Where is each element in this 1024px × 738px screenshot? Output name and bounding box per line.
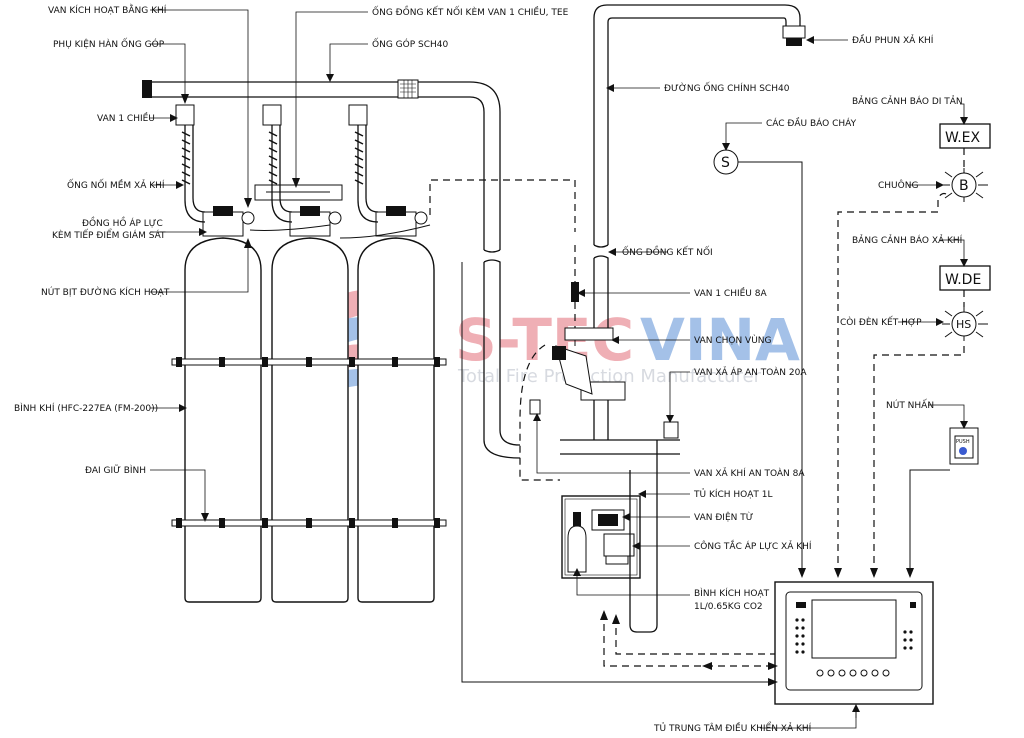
label-nut-nhan: NÚT NHẤN <box>886 399 934 411</box>
cylinder-1 <box>184 237 262 603</box>
manifold-pipe <box>142 79 521 459</box>
cylinder-3 <box>357 237 435 603</box>
wde-symbol: W.DE <box>945 272 981 288</box>
label-binh-kich-hoat-1: BÌNH KÍCH HOẠT <box>694 587 770 599</box>
label-van-xa-khi: VAN XẢ KHÍ AN TOÀN 8A <box>694 467 805 479</box>
label-binh-kich-hoat-2: 1L/0.65KG CO2 <box>694 602 763 612</box>
hs-symbol: HS <box>956 318 971 331</box>
cylinder-2 <box>271 237 349 603</box>
label-ong-dong-tee: ỐNG ĐỒNG KẾT NỐI KÈM VAN 1 CHIỀU, TEE <box>372 5 569 18</box>
discharge-nozzle-icon <box>782 25 806 46</box>
watermark-tagline: Total Fire Protection Manufacturer <box>457 366 762 387</box>
main-pipe <box>593 4 806 330</box>
push-button: PUSH <box>949 427 979 465</box>
bell: B <box>942 168 988 202</box>
label-chuong: CHUÔNG <box>878 179 918 191</box>
cylinder-heads <box>175 104 576 239</box>
label-van-1-chieu-8a: VAN 1 CHIỀU 8A <box>694 286 767 299</box>
label-cac-dau-bao: CÁC ĐẦU BÁO CHÁY <box>766 116 857 129</box>
label-dau-phun: ĐẦU PHUN XẢ KHÍ <box>852 33 934 46</box>
control-panel <box>774 581 934 705</box>
cylinders <box>171 237 447 603</box>
cylinder-straps <box>171 357 447 528</box>
label-dong-ho-2: KÈM TIẾP ĐIỂM GIÁM SÁT <box>52 228 166 241</box>
label-ong-noi-mem: ỐNG NỐI MỀM XẢ KHÍ <box>67 178 165 191</box>
push-label: PUSH <box>956 439 970 445</box>
label-dai-giu: ĐAI GIỮ BÌNH <box>85 464 146 476</box>
horn-strobe: HS <box>942 307 988 341</box>
detector-symbol: S <box>721 155 730 171</box>
label-van-xa-ap: VAN XẢ ÁP AN TOÀN 20A <box>694 366 807 378</box>
label-bang-di-tan: BẢNG CẢNH BÁO DI TẢN <box>852 95 963 107</box>
label-ong-gop: ỐNG GÓP SCH40 <box>372 37 448 50</box>
label-tu-trung-tam: TỦ TRUNG TÂM ĐIỀU KHIỂN XẢ KHÍ <box>653 721 812 734</box>
label-ong-dong-ket-noi: ỐNG ĐỒNG KẾT NỐI <box>622 245 713 258</box>
signal-wiring <box>461 148 965 718</box>
smoke-detector: S <box>713 149 739 175</box>
label-binh-khi: BÌNH KHÍ (HFC-227EA (FM-200)) <box>14 402 158 414</box>
bell-symbol: B <box>959 178 969 194</box>
label-cong-tac: CÔNG TẮC ÁP LỰC XẢ KHÍ <box>694 539 812 552</box>
leader-arrows <box>170 36 968 576</box>
label-dong-ho-1: ĐỒNG HỒ ÁP LỰC <box>82 216 163 229</box>
label-tu-kich-hoat: TỦ KÍCH HOẠT 1L <box>693 488 773 500</box>
wex-symbol: W.EX <box>945 130 981 146</box>
discharge-sign-wde: W.DE <box>939 265 991 291</box>
label-van-kich-hoat: VAN KÍCH HOẠT BẰNG KHÍ <box>48 3 167 16</box>
label-bang-xa-khi: BẢNG CẢNH BÁO XẢ KHÍ <box>852 234 963 246</box>
label-van-chon-vung: VAN CHỌN VÙNG <box>694 334 772 346</box>
callout-labels: VAN KÍCH HOẠT BẰNG KHÍ PHỤ KIỆN HÀN ỐNG … <box>14 3 963 734</box>
label-phu-kien-han: PHỤ KIỆN HÀN ỐNG GÓP <box>53 37 165 50</box>
evacuation-sign-wex: W.EX <box>939 123 991 149</box>
selector-valve-assembly <box>519 245 680 481</box>
label-van-1-chieu: VAN 1 CHIỀU <box>97 111 155 124</box>
label-van-dien-tu: VAN ĐIỆN TỪ <box>694 511 754 523</box>
label-coi-den: CÒI ĐÈN KẾT HỢP <box>840 316 922 328</box>
label-nut-bit: NÚT BỊT ĐƯỜNG KÍCH HOẠT <box>41 286 170 298</box>
actuation-cabinet <box>561 440 658 633</box>
label-duong-ong-chinh: ĐƯỜNG ỐNG CHÍNH SCH40 <box>664 81 790 94</box>
